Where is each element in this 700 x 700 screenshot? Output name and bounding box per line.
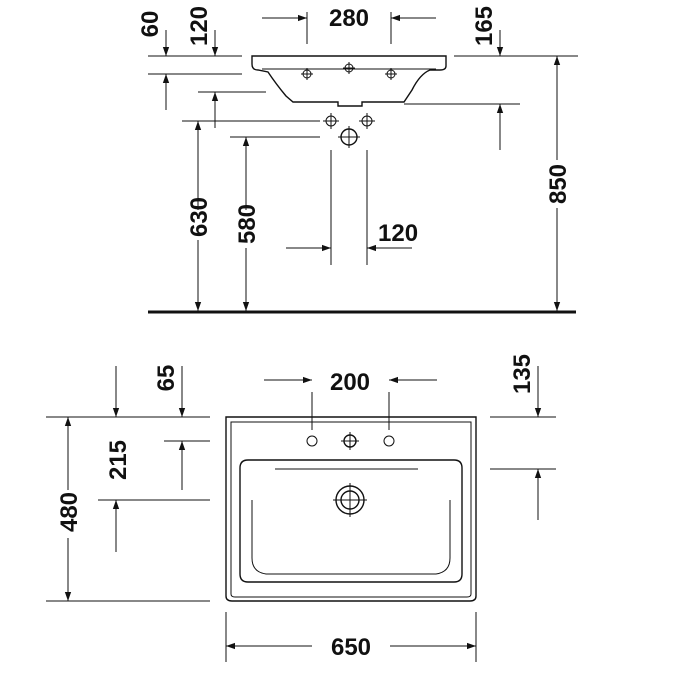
tap-hole-left [306,435,318,447]
basin-bowl [239,459,463,583]
plan-view: 480 65 215 200 135 650 [46,354,556,662]
dim-65: 65 [153,365,180,392]
dim-650: 650 [331,634,371,661]
tap-holes-side [301,62,397,80]
basin-plan-outline [225,416,477,602]
dim-280: 280 [329,5,369,32]
dim-850: 850 [545,164,572,204]
dim-630: 630 [186,197,213,237]
dim-165: 165 [471,6,498,46]
supply-points [323,113,375,148]
tap-hole-right [383,435,395,447]
dim-215: 215 [105,440,132,480]
dim-60: 60 [137,11,164,38]
dim-200: 200 [330,369,370,396]
side-view: 280 60 120 165 630 580 850 120 [137,5,578,314]
dim-135: 135 [509,354,536,394]
dim-120-tap: 120 [186,6,213,46]
dim-120-supply: 120 [378,220,418,247]
dim-480: 480 [56,492,83,532]
dim-580: 580 [234,204,261,244]
basin-side-profile [251,55,447,107]
